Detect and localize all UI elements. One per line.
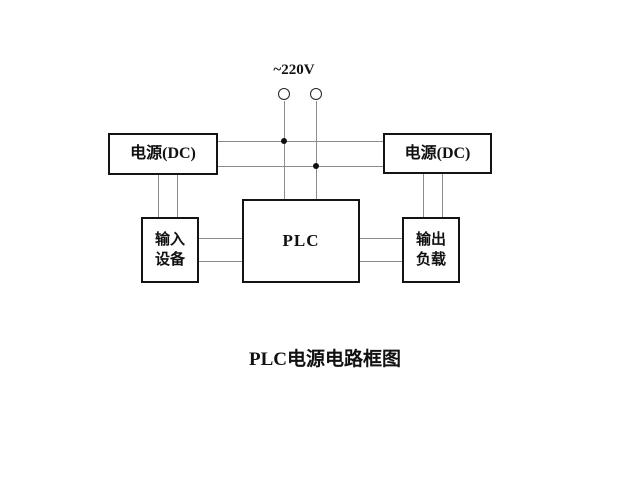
wire-powerleft-input-b	[177, 175, 178, 217]
wire-ac-right-vertical	[316, 101, 317, 199]
output-load-label-line2: 负载	[415, 252, 446, 268]
power-supply-left-box: 电源(DC)	[108, 133, 218, 175]
input-device-label-line1: 输入	[154, 231, 185, 248]
wire-bus-lower	[218, 166, 383, 167]
plc-box: PLC	[242, 199, 360, 283]
output-load-label-line1: 输出	[415, 231, 446, 248]
ac-terminal-left-icon	[278, 88, 290, 100]
diagram-caption: PLC电源电路框图	[248, 349, 401, 370]
wire-ac-left-vertical	[284, 101, 285, 199]
output-load-box: 输出 负载	[402, 217, 460, 283]
wire-powerright-output-b	[442, 174, 443, 217]
input-device-label-line2: 设备	[154, 252, 185, 268]
plc-label: PLC	[282, 230, 320, 250]
junction-dot-lower	[313, 163, 319, 169]
wire-plc-output-b	[360, 261, 402, 262]
wire-plc-output-a	[360, 238, 402, 239]
ac-terminal-right-icon	[310, 88, 322, 100]
power-supply-right-label: 电源(DC)	[404, 144, 471, 162]
wire-input-plc-b	[199, 261, 242, 262]
wire-powerright-output-a	[423, 174, 424, 217]
wire-bus-upper	[218, 141, 383, 142]
wire-powerleft-input-a	[158, 175, 159, 217]
input-device-box: 输入 设备	[141, 217, 199, 283]
junction-dot-upper	[281, 138, 287, 144]
power-supply-right-box: 电源(DC)	[383, 133, 492, 174]
power-supply-left-label: 电源(DC)	[130, 145, 196, 163]
wire-input-plc-a	[199, 238, 242, 239]
ac-voltage-label: ~220V	[273, 62, 315, 78]
